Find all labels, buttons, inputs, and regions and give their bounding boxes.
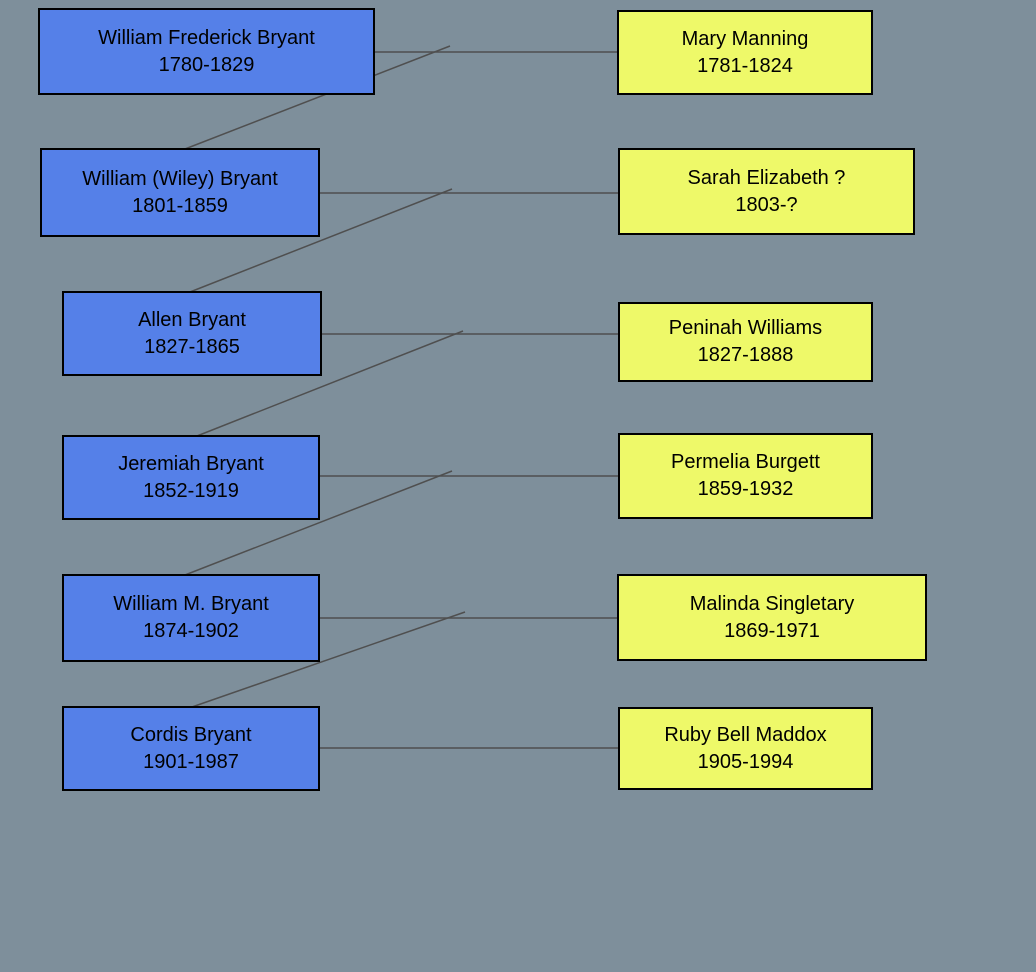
- descent-line: [196, 330, 464, 437]
- person-box-william-m-bryant[interactable]: William M. Bryant 1874-1902: [62, 574, 320, 662]
- person-name: Allen Bryant: [138, 308, 246, 331]
- person-years: 1901-1987: [143, 750, 239, 773]
- person-years: 1781-1824: [697, 54, 793, 77]
- person-name: William (Wiley) Bryant: [82, 167, 278, 190]
- person-years: 1859-1932: [697, 478, 794, 500]
- person-name: Cordis Bryant: [130, 723, 252, 746]
- person-box-jeremiah-bryant[interactable]: Jeremiah Bryant 1852-1919: [62, 435, 320, 520]
- person-name: Permelia Burgett: [671, 451, 820, 473]
- person-box-peninah-williams[interactable]: Peninah Williams 1827-1888: [618, 302, 873, 382]
- person-years: 1905-1994: [697, 750, 794, 773]
- person-name: Peninah Williams: [668, 317, 823, 339]
- person-box-allen-bryant[interactable]: Allen Bryant 1827-1865: [62, 291, 322, 376]
- person-box-permelia-burgett[interactable]: Permelia Burgett 1859-1932: [618, 433, 873, 519]
- person-years: 1869-1971: [724, 619, 820, 642]
- person-box-sarah-elizabeth[interactable]: Sarah Elizabeth ? 1803-?: [618, 148, 915, 235]
- person-name: Jeremiah Bryant: [118, 452, 264, 475]
- person-box-william-frederick-bryant[interactable]: William Frederick Bryant 1780-1829: [38, 8, 375, 95]
- person-years: 1827-1865: [144, 335, 240, 358]
- person-name: Ruby Bell Maddox: [664, 723, 827, 746]
- person-box-ruby-bell-maddox[interactable]: Ruby Bell Maddox 1905-1994: [618, 707, 873, 790]
- descent-line: [184, 45, 451, 150]
- person-name: Mary Manning: [681, 27, 809, 50]
- descent-line: [189, 188, 453, 293]
- person-name: Malinda Singletary: [689, 592, 855, 615]
- person-years: 1801-1859: [132, 194, 228, 217]
- descent-line: [191, 611, 466, 708]
- person-name: William M. Bryant: [113, 593, 269, 615]
- person-box-william-wiley-bryant[interactable]: William (Wiley) Bryant 1801-1859: [40, 148, 320, 237]
- person-years: 1874-1902: [143, 620, 239, 642]
- person-box-mary-manning[interactable]: Mary Manning 1781-1824: [617, 10, 873, 95]
- person-name: Sarah Elizabeth ?: [687, 166, 846, 189]
- person-box-malinda-singletary[interactable]: Malinda Singletary 1869-1971: [617, 574, 927, 661]
- descent-line: [184, 470, 453, 576]
- person-name: William Frederick Bryant: [98, 26, 315, 49]
- person-years: 1803-?: [735, 193, 798, 216]
- person-years: 1780-1829: [158, 53, 255, 76]
- person-years: 1852-1919: [143, 479, 239, 502]
- person-years: 1827-1888: [697, 344, 794, 366]
- person-box-cordis-bryant[interactable]: Cordis Bryant 1901-1987: [62, 706, 320, 791]
